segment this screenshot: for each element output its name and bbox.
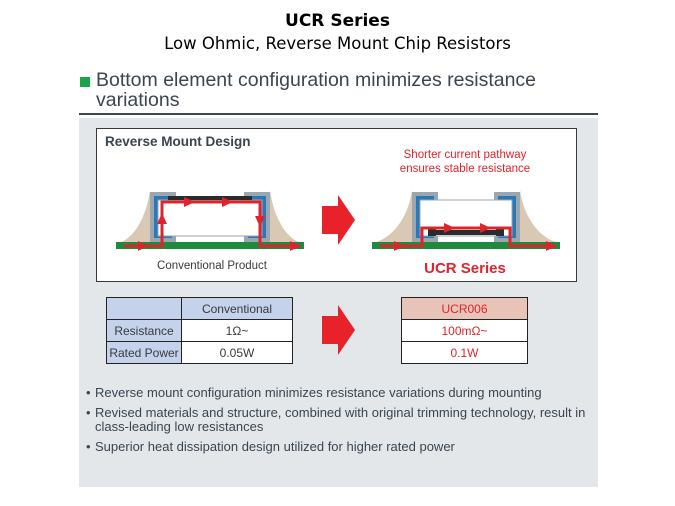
diagram-title: Reverse Mount Design xyxy=(105,134,251,149)
current-arrowhead xyxy=(138,241,148,251)
ucr-series-caption: UCR Series xyxy=(424,260,506,277)
ucr-series-diagram xyxy=(372,190,560,251)
conventional-product-caption: Conventional Product xyxy=(157,260,267,272)
table-corner-cell xyxy=(106,297,182,320)
pcb-board xyxy=(372,242,560,249)
left-contact-pad xyxy=(428,228,436,236)
table-row: Rated Power 0.05W xyxy=(106,341,293,364)
table-row: 0.1W xyxy=(401,341,528,364)
current-arrowhead xyxy=(255,216,265,227)
slide-subtitle: Low Ohmic, Reverse Mount Chip Resistors xyxy=(164,34,511,53)
current-arrowhead xyxy=(184,197,195,207)
table-row: 100mΩ~ xyxy=(401,319,528,342)
current-arrowhead xyxy=(444,223,455,233)
conventional-header: Conventional xyxy=(181,297,293,320)
bottom-resistive-element xyxy=(432,230,500,235)
ucr006-header: UCR006 xyxy=(401,297,528,320)
ucr-note: Shorter current pathway ensures stable r… xyxy=(380,148,550,176)
left-solder-fillet xyxy=(372,190,412,243)
ucr-rated-power-value: 0.1W xyxy=(401,341,528,364)
list-item: Reverse mount configuration minimizes re… xyxy=(86,386,591,401)
right-solder-fillet xyxy=(520,190,560,243)
current-arrowhead xyxy=(480,223,491,233)
table-header-row: Conventional xyxy=(106,297,293,320)
table-row: Resistance 1Ω~ xyxy=(106,319,293,342)
list-item: Revised materials and structure, combine… xyxy=(86,406,591,434)
headline-divider xyxy=(79,113,598,115)
current-arrowhead xyxy=(222,197,233,207)
slide-title: UCR Series xyxy=(285,11,390,31)
current-path xyxy=(380,226,556,248)
list-item: Superior heat dissipation design utilize… xyxy=(86,440,591,455)
ucr-note-line2: ensures stable resistance xyxy=(399,163,531,175)
current-arrowhead xyxy=(546,241,557,251)
right-contact-pad xyxy=(496,228,504,236)
right-arrow-icon xyxy=(322,195,355,245)
feature-bullet-list: Reverse mount configuration minimizes re… xyxy=(86,386,591,460)
table-header-row: UCR006 xyxy=(401,297,528,320)
current-arrowhead xyxy=(290,241,301,251)
top-resistive-element xyxy=(168,196,252,200)
ucr-spec-table: UCR006 100mΩ~ 0.1W xyxy=(401,297,528,364)
current-arrowhead xyxy=(394,241,405,251)
ucr-resistance-value: 100mΩ~ xyxy=(401,319,528,342)
resistance-label: Resistance xyxy=(106,319,182,342)
right-solder-fillet xyxy=(270,190,302,243)
current-arrowhead xyxy=(157,213,167,224)
right-arrow-icon xyxy=(322,305,355,355)
current-path xyxy=(124,200,300,248)
conventional-rated-power-value: 0.05W xyxy=(181,341,293,364)
ucr-note-line1: Shorter current pathway xyxy=(403,149,527,161)
conventional-spec-table: Conventional Resistance 1Ω~ Rated Power … xyxy=(106,297,293,364)
conventional-resistance-value: 1Ω~ xyxy=(181,319,293,342)
conventional-product-diagram xyxy=(116,190,304,251)
rated-power-label: Rated Power xyxy=(106,341,182,364)
pcb-board xyxy=(116,242,304,249)
left-solder-fillet xyxy=(118,190,150,243)
resistor-body xyxy=(157,199,263,237)
green-square-bullet-icon xyxy=(80,77,90,87)
headline-text: Bottom element configuration minimizes r… xyxy=(96,69,537,111)
